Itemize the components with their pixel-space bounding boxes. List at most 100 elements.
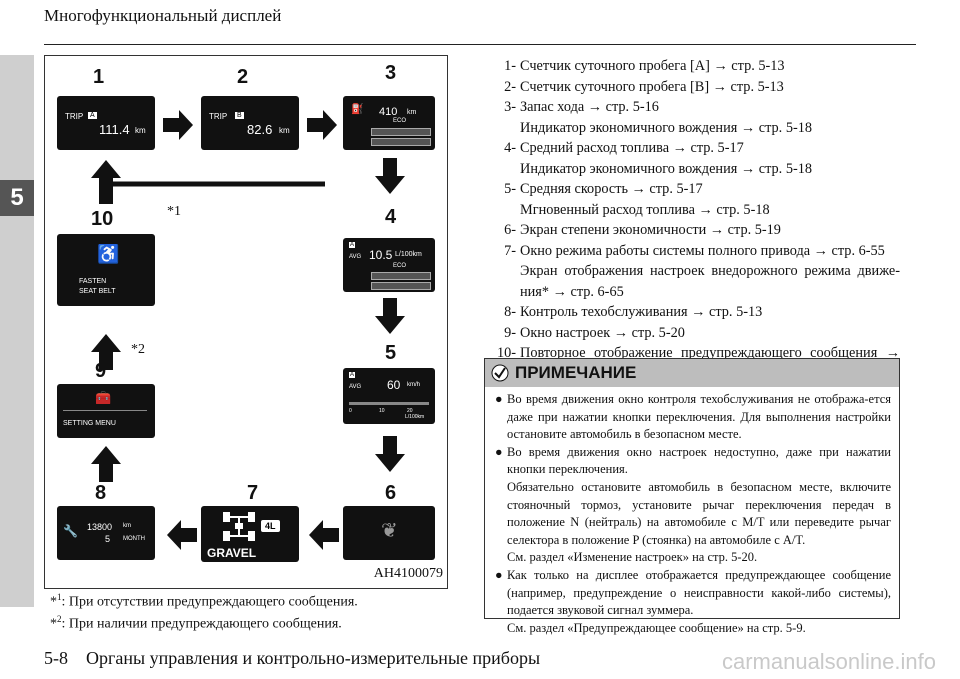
footnote-1: *1: При отсутствии предупреждающего сооб…	[50, 592, 358, 611]
item-text: Окно режима работы системы полного приво…	[520, 242, 885, 259]
label-3: 3	[385, 62, 397, 84]
list-item: Мгновенный расход топлива → стр. 5-18	[486, 200, 900, 221]
bullet-dot: ●	[495, 444, 503, 459]
avg-speed-unit: km/h	[407, 382, 421, 388]
asterisk-1: *1	[167, 204, 181, 219]
item-text: Счетчик суточного пробега [B] → стр. 5-1…	[520, 78, 784, 95]
seat-belt-label: SEAT BELT	[79, 288, 116, 295]
instant-fuel-scale	[349, 402, 429, 405]
display-items-list: 1-Счетчик суточного пробега [A] → стр. 5…	[486, 56, 900, 384]
item-text: Экран степени экономичности → стр. 5-19	[520, 222, 781, 238]
scale-unit: L/100km	[405, 414, 425, 420]
list-item: 1-Счетчик суточного пробега [A] → стр. 5…	[486, 56, 900, 77]
list-item: 5-Средняя скорость → стр. 5-17	[486, 179, 900, 200]
item-number	[486, 261, 520, 302]
chapter-side-tab	[0, 55, 34, 607]
footnote-text: : При наличии предупреждающего сообщения…	[61, 616, 342, 632]
arrow-up-icon	[91, 334, 121, 370]
arrow-right-icon	[307, 110, 337, 140]
screen-seatbelt-warning: ♿ FASTEN SEAT BELT	[57, 234, 155, 306]
checkmark-icon	[491, 364, 509, 382]
footer-title: Органы управления и контрольно-измерител…	[86, 648, 541, 668]
note-title: ПРИМЕЧАНИЕ	[515, 363, 637, 382]
note-bullet: ●Во время движения окно контроля техобсл…	[495, 391, 891, 444]
fasten-label: FASTEN	[79, 278, 107, 285]
footnote-2: *2: При наличии предупреждающего сообщен…	[50, 614, 342, 633]
bullet-dot: ●	[495, 567, 503, 582]
item-number	[486, 200, 520, 221]
item-number: 2-	[504, 78, 516, 95]
list-item: 7-Окно режима работы системы полного при…	[486, 241, 900, 262]
item-number	[486, 159, 520, 180]
display-cycle-diagram: 1 2 3 4 5 6 7 8 9 10 TRIP A 111.4 km TRI…	[44, 55, 448, 589]
page-header: Многофункциональный дисплей	[44, 6, 282, 25]
badge-a: A	[349, 372, 356, 378]
trip-badge-a: A	[88, 112, 97, 119]
arrow-down-icon	[375, 298, 405, 334]
note-paragraph: См. раздел «Предупреждающее сообщение» н…	[507, 620, 806, 635]
range-unit: km	[407, 109, 417, 116]
arrow-right-icon	[163, 110, 193, 140]
setting-menu-label: SETTING MENU	[63, 420, 116, 427]
note-paragraph: Во время движения окно контроля техобслу…	[507, 392, 891, 442]
footnote-text: : При отсутствии предупреждающего сообще…	[61, 594, 358, 610]
asterisk-2: *2	[131, 342, 145, 357]
footnote-sup: 1	[57, 592, 62, 602]
screen-service: 🔧 13800 km 5 MONTH	[57, 506, 155, 560]
arrow-up-icon	[91, 446, 121, 482]
avg-label: AVG	[349, 254, 362, 260]
seatbelt-icon: ♿	[97, 244, 120, 264]
screen-4wd-mode: 4L GRAVEL	[201, 506, 299, 562]
avg-fuel-value: 10.5	[369, 248, 393, 262]
item-text: Индикатор экономичного вождения → стр. 5…	[520, 160, 813, 177]
item-number: 6-	[504, 222, 516, 238]
item-number: 4-	[504, 140, 516, 156]
item-text: Экран отображения настроек внедорожного …	[520, 263, 900, 300]
trip-b-unit: km	[279, 126, 290, 135]
list-item: 9-Окно настроек → стр. 5-20	[486, 323, 900, 344]
item-number: 8-	[504, 304, 516, 320]
trip-a-value: 111.4	[99, 122, 130, 137]
chapter-number: 5	[0, 180, 34, 216]
eco-leaf-icon: ❦	[381, 520, 398, 542]
trip-b-value: 82.6	[247, 122, 273, 137]
item-number: 5-	[504, 181, 516, 197]
arrow-down-icon	[375, 436, 405, 472]
avg-fuel-unit: L/100km	[395, 251, 422, 258]
service-month-value: 5	[105, 534, 111, 544]
fuel-pump-icon: ⛽	[351, 104, 364, 115]
label-5: 5	[385, 342, 397, 364]
item-text: Индикатор экономичного вождения → стр. 5…	[520, 119, 813, 136]
label-1: 1	[93, 66, 105, 88]
arrow-down-icon	[375, 158, 405, 194]
item-number: 7-	[504, 242, 516, 259]
label-2: 2	[237, 66, 249, 88]
note-header: ПРИМЕЧАНИЕ	[485, 359, 899, 387]
item-number: 3-	[504, 99, 516, 115]
footnote-mark: *	[50, 616, 57, 632]
screen-trip-b: TRIP B 82.6 km	[201, 96, 299, 150]
note-bullet: ● Как только на дисплее отображается пре…	[495, 567, 891, 637]
note-paragraph: См. раздел «Изменение настроек» на стр. …	[507, 550, 758, 565]
mode-4l-badge: 4L	[261, 520, 280, 532]
label-8: 8	[95, 482, 107, 504]
list-item: 2-Счетчик суточного пробега [B] → стр. 5…	[486, 77, 900, 98]
return-arrow-icon	[91, 160, 325, 204]
item-text: Средний расход топлива → стр. 5-17	[520, 140, 744, 156]
note-paragraph: Во время движения окно настроек недоступ…	[507, 444, 891, 477]
list-item: 3-Запас хода → стр. 5-16	[486, 97, 900, 118]
service-km-value: 13800	[87, 522, 113, 532]
item-number	[486, 118, 520, 139]
avg-speed-value: 60	[387, 378, 401, 392]
scale-tick: 20	[407, 408, 413, 414]
item-text: Окно настроек → стр. 5-20	[520, 324, 685, 341]
screen-eco-level: ❦	[343, 506, 435, 560]
note-bullet: ● Во время движения окно настроек недост…	[495, 444, 891, 567]
trip-a-unit: km	[135, 126, 146, 135]
header-rule	[44, 44, 916, 45]
item-number: 10-	[496, 345, 516, 361]
eco-bar	[371, 282, 431, 290]
gravel-mode-label: GRAVEL	[207, 546, 257, 560]
eco-bar	[371, 272, 431, 280]
arrow-left-icon	[309, 520, 339, 550]
